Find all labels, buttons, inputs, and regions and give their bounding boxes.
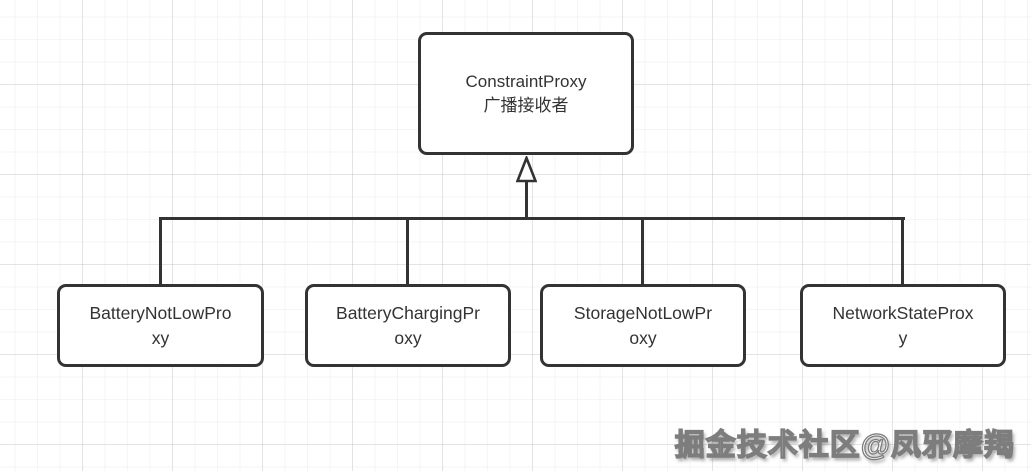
watermark-text: 掘金技术社区@凤邪摩羯 — [674, 428, 1015, 462]
node-label-line: BatteryNotLowPro — [89, 303, 232, 324]
node-batterychargingproxy: BatteryChargingPr oxy — [305, 284, 511, 367]
node-label-line: ConstraintProxy — [465, 72, 587, 92]
node-label-line: oxy — [629, 327, 657, 348]
node-label-line: BatteryChargingPr — [336, 303, 480, 324]
node-networkstateproxy: NetworkStateProx y — [800, 284, 1006, 367]
node-label-line: StorageNotLowPr — [573, 303, 713, 324]
connector-drop-storage-not-low — [641, 217, 644, 287]
inheritance-arrow-icon — [516, 156, 537, 183]
node-batterynotlowproxy: BatteryNotLowPro xy — [57, 284, 264, 367]
connector-stem — [525, 180, 528, 220]
connector-drop-network-state — [901, 217, 904, 287]
connector-drop-battery-not-low — [159, 217, 162, 287]
node-storagenotlowproxy: StorageNotLowPr oxy — [540, 284, 746, 367]
node-label-line: 广播接收者 — [483, 95, 569, 115]
node-label-line: xy — [151, 327, 170, 348]
connector-drop-battery-charging — [406, 217, 409, 287]
node-label-line: NetworkStateProx — [832, 303, 974, 324]
node-constraintproxy: ConstraintProxy 广播接收者 — [418, 32, 634, 155]
node-label-line: oxy — [394, 327, 422, 348]
node-label-line: y — [898, 327, 908, 348]
connector-bus — [159, 217, 905, 220]
